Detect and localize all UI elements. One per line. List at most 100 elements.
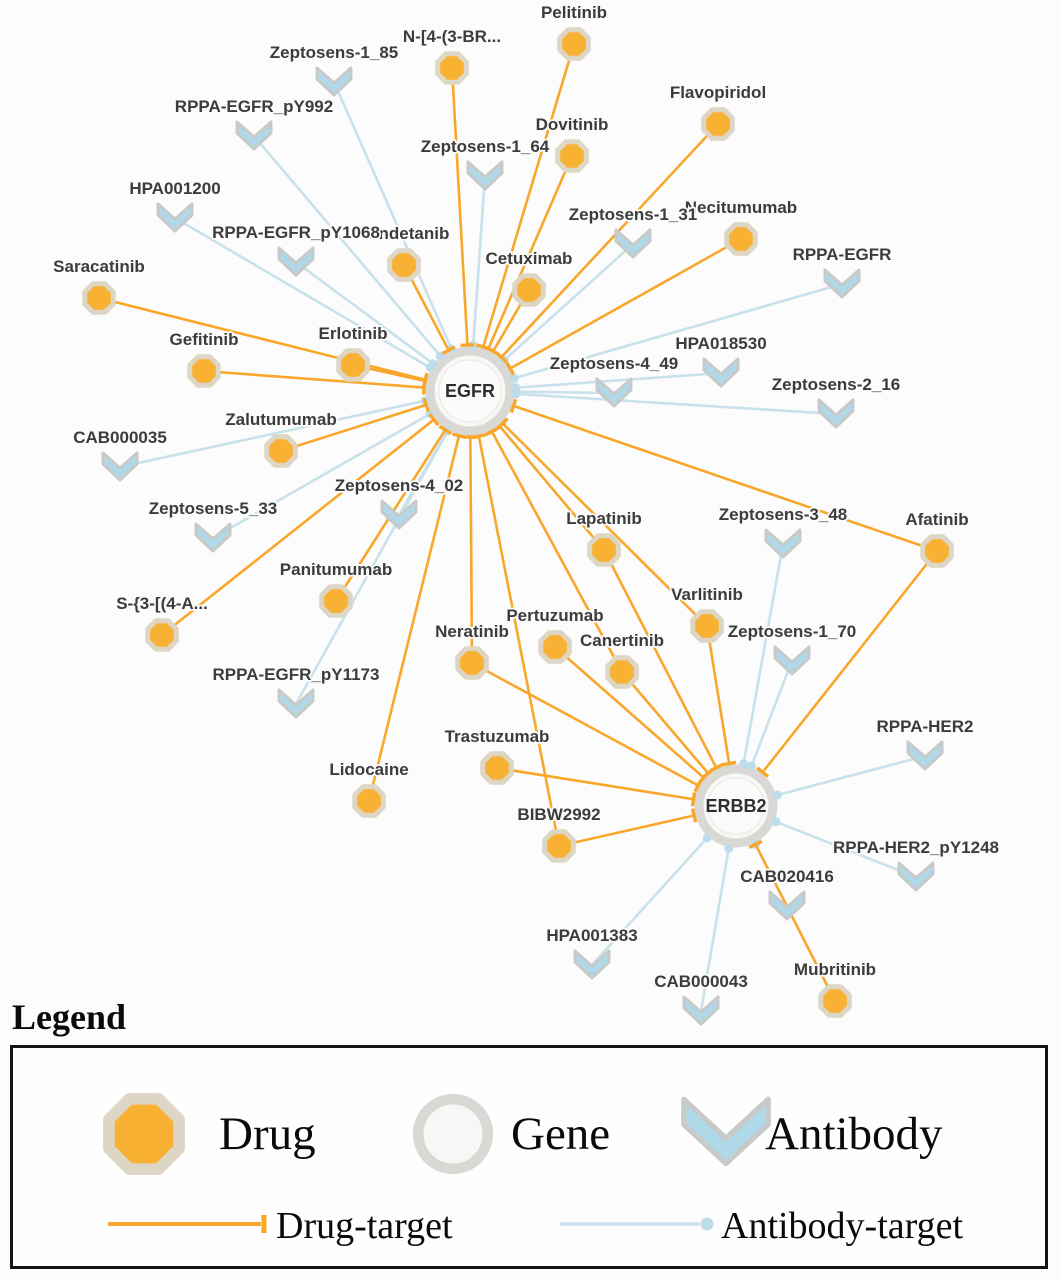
edge-tee-bar xyxy=(748,839,763,850)
antibody-node-zeptosens-3-48 xyxy=(764,528,802,559)
gene-node-inner xyxy=(438,359,502,423)
node-label: Mubritinib xyxy=(794,960,876,979)
drug-target-edge-afatinib xyxy=(761,550,939,774)
drug-target-edge-bibw2992 xyxy=(477,435,561,847)
edge-endpoint-dot xyxy=(511,389,521,399)
node-label: Zeptosens-2_16 xyxy=(772,375,901,394)
gene-label-egfr: EGFR xyxy=(445,381,495,401)
node-label: Pertuzumab xyxy=(506,606,603,625)
gene-nodes xyxy=(425,346,778,848)
drug-node-bibw2992 xyxy=(542,829,576,863)
legend-antibody-icon xyxy=(681,1096,771,1167)
node-label: Zalutumumab xyxy=(225,410,336,429)
edge-tee-bar xyxy=(484,426,499,437)
drug-node-dovitinib xyxy=(555,139,589,173)
antibody-node-rppa-egfr xyxy=(823,268,861,299)
node-label: Vandetanib xyxy=(359,224,450,243)
antibody-node-zeptosens-5-33 xyxy=(194,522,232,553)
antibody-target-edge-zeptosens-1-31 xyxy=(503,243,634,362)
antibody-node-rppa-egfr-py1068 xyxy=(277,246,315,277)
node-label: RPPA-EGFR_pY1068 xyxy=(212,223,380,242)
drug-target-edge-pelitinib xyxy=(481,43,576,348)
edge-tee-bar xyxy=(421,373,429,389)
edge-tee-bar xyxy=(721,760,737,767)
node-label: CAB000043 xyxy=(654,972,748,991)
node-label: Saracatinib xyxy=(53,257,145,276)
drug-node-neratinib xyxy=(455,646,489,680)
legend-antibody-label: Antibody xyxy=(765,1108,943,1160)
drug-target-edge-n-4-3-br xyxy=(450,67,469,346)
edge-endpoint-dot xyxy=(435,351,445,361)
antibody-node-rppa-egfr-py1173 xyxy=(277,688,315,719)
antibody-node-hpa001383 xyxy=(573,949,611,980)
antibody-target-edge-rppa-egfr-py1173 xyxy=(294,430,449,705)
antibody-target-edge-rppa-egfr-py1068 xyxy=(295,260,434,365)
edge-tee-bar xyxy=(697,771,710,785)
edge-endpoint-dot xyxy=(746,761,756,771)
antibody-target-edge-hpa018530 xyxy=(515,371,722,390)
edge-tee-bar xyxy=(496,417,509,430)
antibody-node-zeptosens-2-16 xyxy=(817,398,855,429)
drug-node-s-3-4-a xyxy=(145,618,179,652)
edge-tee-bar xyxy=(471,433,487,440)
drug-target-edge-necitumumab xyxy=(509,237,742,370)
node-label: Zeptosens-1_31 xyxy=(569,205,698,224)
drug-target-edge-canertinib xyxy=(621,671,710,775)
antibody-node-hpa018530 xyxy=(702,357,740,388)
node-label: Afatinib xyxy=(905,510,968,529)
drug-node-flavopiridol xyxy=(701,107,735,141)
drug-target-edge-flavopiridol xyxy=(500,123,719,359)
drug-node-afatinib xyxy=(920,534,954,568)
node-label: Zeptosens-4_02 xyxy=(335,476,464,495)
antibody-node-cab000043 xyxy=(682,995,720,1026)
drug-target-edge-saracatinib xyxy=(98,296,426,382)
node-label: Varlitinib xyxy=(671,585,743,604)
node-label: Trastuzumab xyxy=(445,727,550,746)
node-label: Zeptosens-5_33 xyxy=(149,499,278,518)
antibody-target-edge-rppa-her2-py1248 xyxy=(775,820,917,879)
drug-target-edge-varlitinib xyxy=(705,625,731,764)
antibody-target-edge-zeptosens-3-48 xyxy=(742,543,785,764)
drug-node-saracatinib xyxy=(82,281,116,315)
node-label: CAB020416 xyxy=(740,867,834,886)
drug-node-mubritinib xyxy=(818,984,852,1018)
antibody-node-zeptosens-1-70 xyxy=(773,645,811,676)
node-label: CAB000035 xyxy=(73,428,167,447)
legend-gene-icon xyxy=(412,1093,494,1175)
edge-tee-bar xyxy=(438,424,453,435)
antibody-target-dot-icon xyxy=(700,1217,714,1231)
antibody-node-zeptosens-1-85 xyxy=(315,66,353,97)
drug-node-erlotinib xyxy=(336,348,370,382)
drug-target-edges xyxy=(98,43,939,1002)
node-label: Canertinib xyxy=(580,631,664,650)
edge-tee-bar xyxy=(422,397,430,413)
antibody-target-edge-hpa001383 xyxy=(591,836,709,966)
edge-tee-bar xyxy=(690,808,698,823)
edge-endpoint-dot xyxy=(702,833,712,843)
node-label: Zeptosens-4_49 xyxy=(550,354,679,373)
node-label: RPPA-EGFR_pY992 xyxy=(175,97,333,116)
node-label: Lidocaine xyxy=(329,760,408,779)
antibody-node-cab000035 xyxy=(101,451,139,482)
drug-node-lidocaine xyxy=(352,784,386,818)
antibody-target-edge-cab000035 xyxy=(119,399,426,469)
drug-node-cetuximab xyxy=(512,273,546,307)
node-label: RPPA-HER2 xyxy=(877,717,974,736)
drug-node-n-4-3-br xyxy=(435,51,469,85)
drug-and-antibody-nodes xyxy=(82,27,954,1026)
antibody-target-edge-zeptosens-1-64 xyxy=(471,175,487,346)
node-label: Gefitinib xyxy=(170,330,239,349)
gene-node-inner xyxy=(707,777,765,835)
antibody-chevron-icon xyxy=(681,1096,771,1167)
node-label: Zeptosens-1_85 xyxy=(270,43,399,62)
legend-drug-target-icon xyxy=(108,1215,267,1233)
node-label: Dovitinib xyxy=(536,115,609,134)
drug-node-lapatinib xyxy=(587,533,621,567)
antibody-node-zeptosens-1-31 xyxy=(614,228,652,259)
drug-target-edge-lapatinib xyxy=(602,549,718,769)
node-label: Panitumumab xyxy=(280,560,392,579)
antibody-target-edge-rppa-egfr xyxy=(513,282,843,380)
edge-tee-bar xyxy=(509,398,518,414)
antibody-node-zeptosens-4-02 xyxy=(380,499,418,530)
